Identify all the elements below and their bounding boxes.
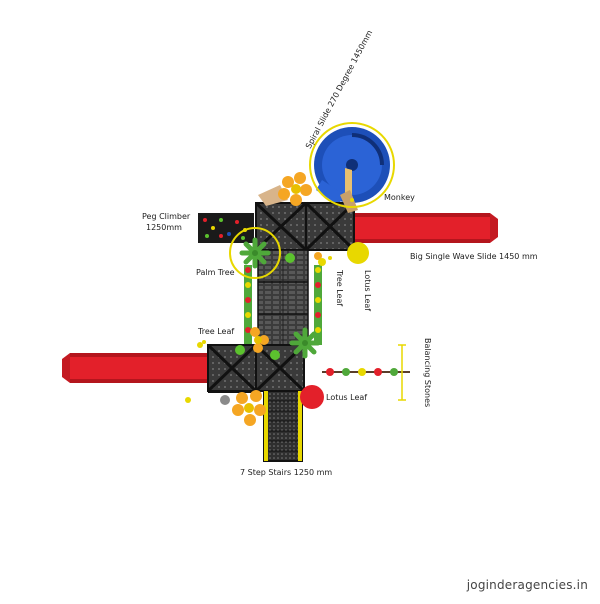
label-lotus-leaf-bottom: Lotus Leaf bbox=[326, 393, 368, 402]
leader-dots bbox=[202, 198, 354, 344]
site-credit[interactable]: joginderagencies.in bbox=[466, 578, 588, 592]
label-tree-leaf-left: Tree Leaf bbox=[198, 327, 235, 336]
label-peg-climber-size: 1250mm bbox=[146, 223, 182, 232]
balancing-stones bbox=[322, 344, 410, 401]
tree-leaf-bits bbox=[185, 252, 326, 405]
palm-tree-top bbox=[239, 237, 271, 269]
flower-mid bbox=[250, 327, 269, 353]
big-wave-slide bbox=[348, 213, 498, 243]
top-deck bbox=[254, 201, 356, 252]
palm-tree-callout bbox=[229, 227, 281, 279]
leaf-small-left bbox=[235, 253, 295, 360]
label-big-slide: Big Single Wave Slide 1450 mm bbox=[410, 252, 538, 261]
peg-climber bbox=[198, 213, 254, 243]
palm-tree-right bbox=[289, 327, 321, 359]
lotus-leaf-top bbox=[347, 242, 369, 264]
spiral-callout bbox=[309, 122, 395, 208]
label-lotus-leaf-top: Lotus Leaf bbox=[363, 270, 372, 312]
label-tree-leaf-right: Tree Leaf bbox=[335, 270, 344, 307]
lotus-leaf-bottom bbox=[300, 385, 324, 409]
left-wave-slide bbox=[62, 353, 212, 383]
label-palm-tree: Palm Tree bbox=[196, 268, 235, 277]
bridge-rails bbox=[244, 265, 322, 345]
label-stairs: 7 Step Stairs 1250 mm bbox=[240, 468, 333, 477]
label-balancing-stones: Balancing Stones bbox=[423, 338, 432, 408]
seven-step-stairs bbox=[263, 390, 303, 462]
flower-bottom bbox=[232, 390, 266, 426]
bridge bbox=[257, 249, 309, 349]
flower-top bbox=[278, 172, 312, 206]
spiral-slide bbox=[314, 127, 390, 205]
label-peg-climber: Peg Climber bbox=[142, 212, 191, 221]
label-monkey: Monkey bbox=[384, 193, 415, 202]
